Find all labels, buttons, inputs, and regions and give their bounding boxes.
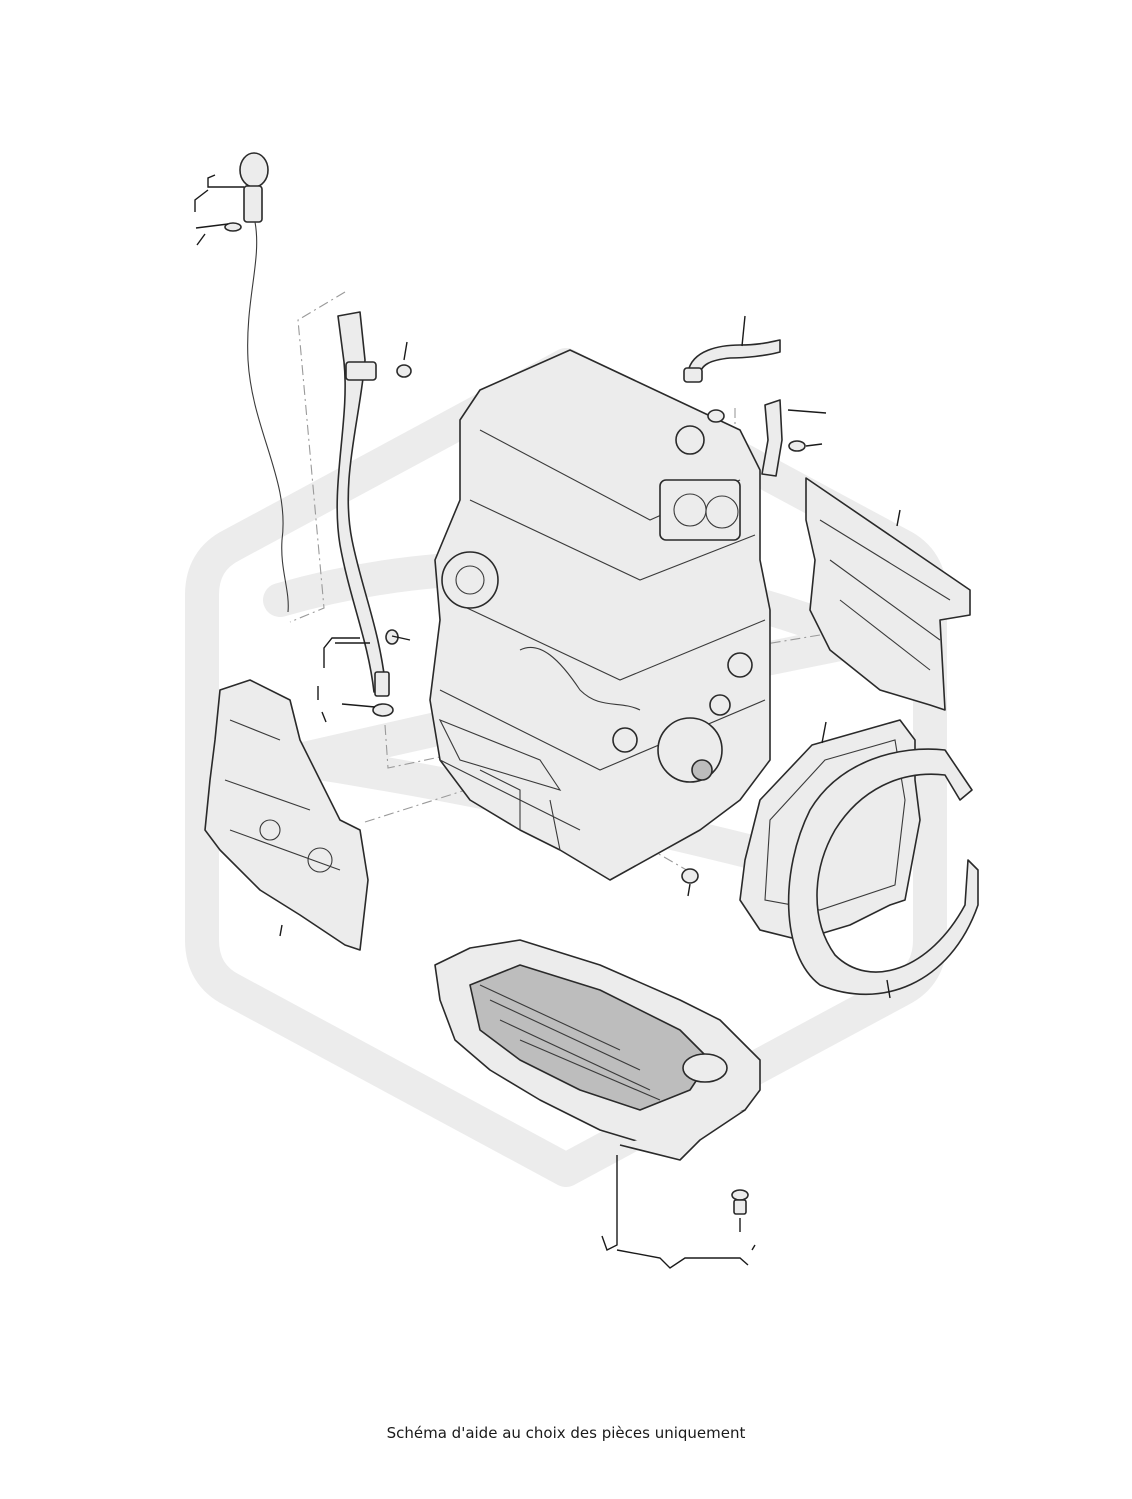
callout-leaders (194, 174, 901, 1269)
oil-dipstick (224, 152, 289, 613)
seal-housing-ring (787, 748, 979, 996)
diagram-caption: Schéma d'aide au choix des pièces unique… (386, 1424, 746, 1442)
drain-plug (681, 868, 699, 884)
right-side-cover (805, 477, 971, 711)
dipstick-guide-tube (336, 311, 412, 717)
engine-block (429, 349, 771, 881)
bracket (761, 399, 806, 477)
oil-pan (434, 939, 761, 1215)
breather-hose (683, 339, 781, 423)
left-timing-cover (204, 679, 369, 951)
